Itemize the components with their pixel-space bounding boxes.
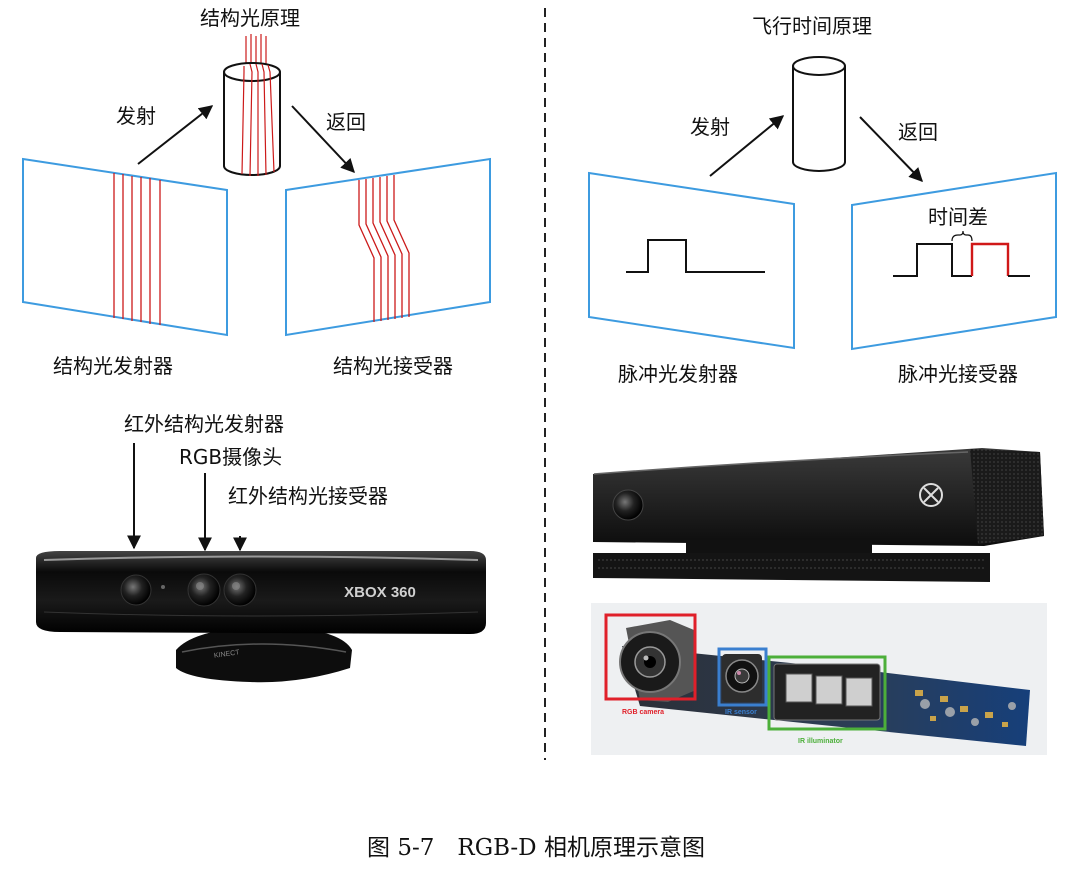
tof-projector [792, 56, 846, 172]
ir-receiver-label: 红外结构光接受器 [228, 484, 388, 508]
kinect-v1-image: XBOX 360 KINECT [36, 443, 486, 683]
tof-return-label: 返回 [898, 120, 938, 144]
xbox-brand-text: XBOX 360 [344, 584, 416, 601]
ir-receiver-lens [223, 573, 257, 607]
receiver-deformed-stripes [358, 175, 410, 322]
pulse-receiver-label: 脉冲光接受器 [898, 362, 1018, 386]
receiver-panel [285, 157, 491, 337]
ir-sensor-box [717, 647, 768, 707]
rgb-camera-label: RGB摄像头 [179, 445, 283, 469]
rgb-camera-tag: RGB camera [622, 709, 664, 716]
sl-emit-label: 发射 [116, 104, 156, 128]
pulse-receiver-panel [851, 171, 1057, 351]
xbox-logo-icon [919, 483, 943, 507]
ir-emitter-lens [120, 574, 152, 606]
emit-arrow [137, 105, 214, 165]
received-pulse [970, 242, 1010, 276]
emitter-stripes [113, 173, 161, 325]
figure-caption: 图 5-7 RGB-D 相机原理示意图 [367, 835, 705, 861]
tof-return-arrow [859, 116, 923, 183]
kinect2-lens [612, 489, 644, 521]
sl-receiver-label: 结构光接受器 [333, 354, 453, 378]
tof-emit-label: 发射 [690, 115, 730, 139]
ir-illuminator-box [767, 655, 887, 731]
ir-sensor-tag: IR sensor [725, 709, 757, 716]
ir-illuminator-tag: IR illuminator [798, 738, 843, 745]
pulse-emitter-label: 脉冲光发射器 [618, 362, 738, 386]
sl-return-label: 返回 [326, 110, 366, 134]
kinect-v2-image: RGB camera IR sensor IR illuminator [591, 448, 1047, 755]
kinect-base-text: KINECT [214, 649, 241, 660]
structured-light-diagram [22, 34, 491, 337]
tof-diagram [588, 56, 1057, 351]
emitter-panel [22, 157, 228, 337]
structured-light-title: 结构光原理 [200, 6, 300, 30]
return-arrow [291, 105, 355, 174]
ir-emitter-label: 红外结构光发射器 [124, 412, 284, 436]
time-diff-label: 时间差 [928, 205, 988, 229]
tof-emit-arrow [709, 115, 785, 177]
time-diff-brace [951, 230, 973, 242]
pulse-emitter-panel [588, 171, 795, 350]
reference-pulse [893, 243, 972, 277]
tof-title: 飞行时间原理 [752, 14, 872, 38]
emitted-pulse [626, 239, 765, 273]
rgb-camera-box [604, 613, 697, 701]
rgb-camera-lens [187, 573, 221, 607]
sl-emitter-label: 结构光发射器 [53, 354, 173, 378]
